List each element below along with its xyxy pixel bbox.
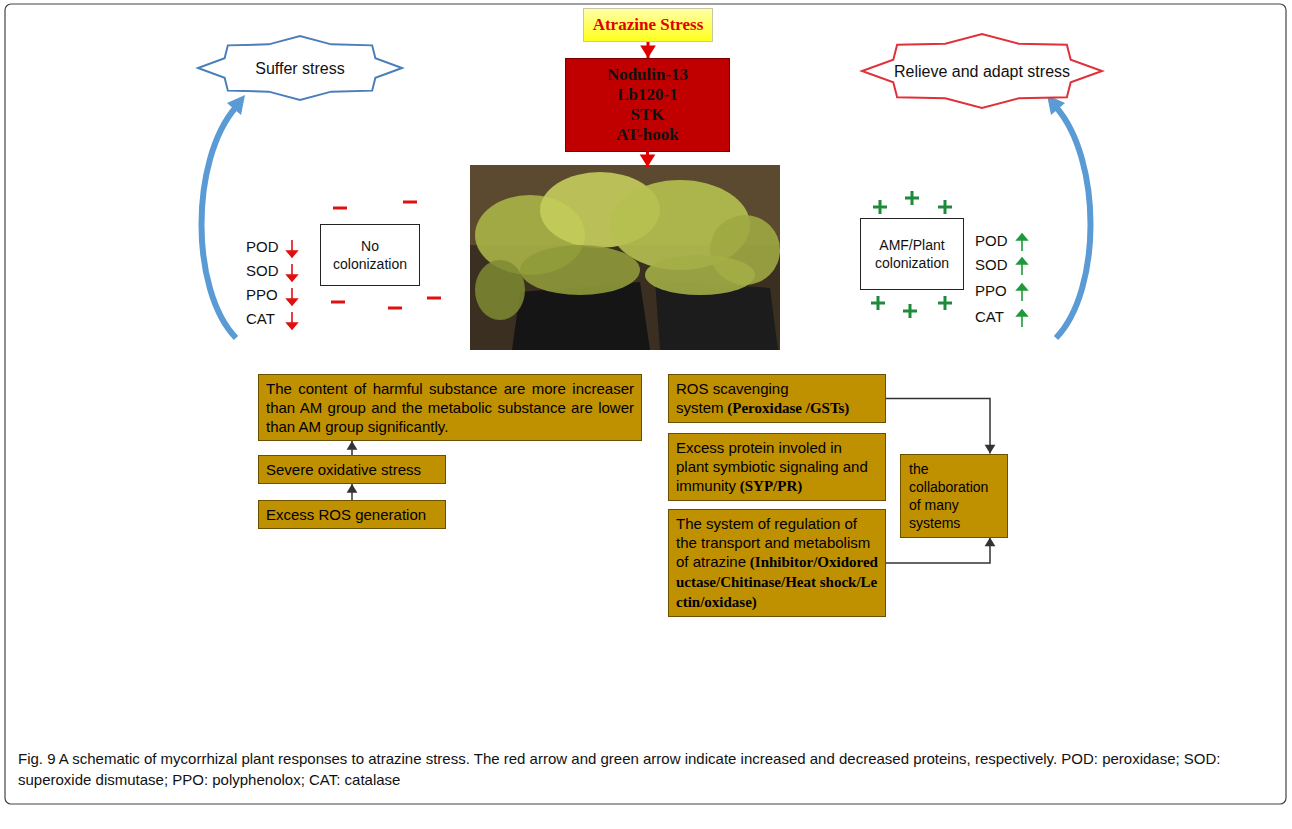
enzyme-label: CAT <box>246 310 275 328</box>
outcome-star: Suffer stress <box>198 36 402 100</box>
enzyme-label: POD <box>246 238 279 256</box>
plus-sign <box>905 191 919 205</box>
flow-connector <box>640 42 656 58</box>
summary-box: the collaboration of many systems <box>900 454 1008 538</box>
enzyme-label: SOD <box>975 256 1008 274</box>
node-text: ROS scavenging system(Peroxidase /GSTs) <box>676 379 878 418</box>
condition-box: No colonization <box>320 224 420 286</box>
down-arrow-head <box>287 251 297 257</box>
minus-sign <box>403 201 417 204</box>
node-text: Atrazine Stress <box>593 15 704 35</box>
node-label: the collaboration of many systems <box>909 461 988 531</box>
process-box: The system of regulation of the transpor… <box>668 509 886 617</box>
process-box: Severe oxidative stress <box>258 455 446 484</box>
node-text: Relieve and adapt stress <box>894 62 1070 81</box>
node-detail: (Peroxidase /GSTs) <box>727 400 849 416</box>
node-label: AMF/Plant colonization <box>875 237 949 271</box>
arrow-head <box>985 538 996 547</box>
minus-sign <box>427 297 441 300</box>
node-label: Relieve and adapt stress <box>894 63 1070 80</box>
minus-sign <box>331 301 345 304</box>
photo-pointer <box>640 152 656 167</box>
node-text: Nodulin-13 Lb120-1 STK AT-hook <box>570 65 725 145</box>
curved-arrow-head <box>227 95 245 115</box>
stress-box: Atrazine Stress <box>583 8 713 42</box>
connector-line <box>886 399 990 454</box>
node-text: The content of harmful substance are mor… <box>266 379 634 436</box>
arrow-head <box>985 445 996 454</box>
up-arrow-head <box>1017 284 1027 290</box>
enzyme-label: CAT <box>975 308 1004 326</box>
outcome-star: Relieve and adapt stress <box>862 34 1102 108</box>
enzyme-label: PPO <box>975 282 1007 300</box>
plus-sign <box>873 200 887 214</box>
photo-leaves <box>475 260 525 320</box>
up-arrow-head <box>1017 258 1027 264</box>
down-arrow-head <box>287 323 297 329</box>
left-curved-arrow <box>202 95 246 338</box>
process-box: ROS scavenging system(Peroxidase /GSTs) <box>668 374 886 423</box>
process-box: Excess protein involed in plant symbioti… <box>668 433 886 501</box>
enzyme-label: SOD <box>246 262 279 280</box>
gene-box: Nodulin-13 Lb120-1 STK AT-hook <box>565 58 730 152</box>
node-label: Excess ROS generation <box>266 506 426 523</box>
minus-sign <box>333 207 347 210</box>
process-box: The content of harmful substance are mor… <box>258 374 642 441</box>
arrow-head <box>640 46 656 59</box>
flow-connector <box>886 399 995 454</box>
node-label: Suffer stress <box>255 60 345 77</box>
arrow-head <box>347 441 358 450</box>
curved-arrow-shaft <box>202 107 237 338</box>
plus-sign <box>871 296 885 310</box>
flow-connector <box>347 441 358 455</box>
figure-caption: Fig. 9 A schematic of mycorrhizal plant … <box>18 748 1274 790</box>
arrow-head <box>640 155 656 168</box>
minus-sign <box>388 307 402 310</box>
up-arrow-head <box>1017 310 1027 316</box>
photo-ground <box>470 165 780 350</box>
condition-box: AMF/Plant colonization <box>860 218 964 290</box>
node-text: Severe oxidative stress <box>266 460 438 479</box>
star-shape <box>862 34 1102 108</box>
node-text: No colonization <box>325 237 415 273</box>
node-label: Severe oxidative stress <box>266 461 421 478</box>
node-label: Nodulin-13 Lb120-1 STK AT-hook <box>607 65 688 144</box>
curved-arrow-shaft <box>1056 107 1091 338</box>
node-text: Excess ROS generation <box>266 505 438 524</box>
enzyme-label: PPO <box>246 286 278 304</box>
node-label: Atrazine Stress <box>593 15 704 34</box>
node-text: Excess protein involed in plant symbioti… <box>676 438 878 496</box>
right-curved-arrow <box>1047 95 1091 338</box>
plus-sign <box>903 304 917 318</box>
figure-frame <box>5 4 1286 804</box>
connector-line <box>886 538 990 564</box>
flow-connector <box>886 538 995 564</box>
photo-leaves <box>645 255 755 295</box>
node-label: The content of harmful substance are mor… <box>266 380 634 435</box>
increase-arrows <box>1017 234 1027 327</box>
process-box: Excess ROS generation <box>258 500 446 529</box>
enzyme-label: POD <box>975 232 1008 250</box>
flow-connector <box>347 484 358 500</box>
decrease-arrows <box>287 240 297 329</box>
up-arrow-head <box>1017 234 1027 240</box>
plus-sign <box>938 200 952 214</box>
plant-photo <box>470 165 780 350</box>
down-arrow-head <box>287 275 297 281</box>
node-text: The system of regulation of the transpor… <box>676 514 878 612</box>
node-text: AMF/Plant colonization <box>865 236 959 272</box>
node-detail: (SYP/PR) <box>740 478 803 494</box>
node-text: the collaboration of many systems <box>909 460 999 532</box>
node-label: No colonization <box>333 238 407 272</box>
node-text: Suffer stress <box>255 59 345 78</box>
plus-sign <box>938 296 952 310</box>
down-arrow-head <box>287 299 297 305</box>
arrow-head <box>347 484 358 493</box>
photo-leaves <box>520 245 640 295</box>
star-shape <box>198 36 402 100</box>
